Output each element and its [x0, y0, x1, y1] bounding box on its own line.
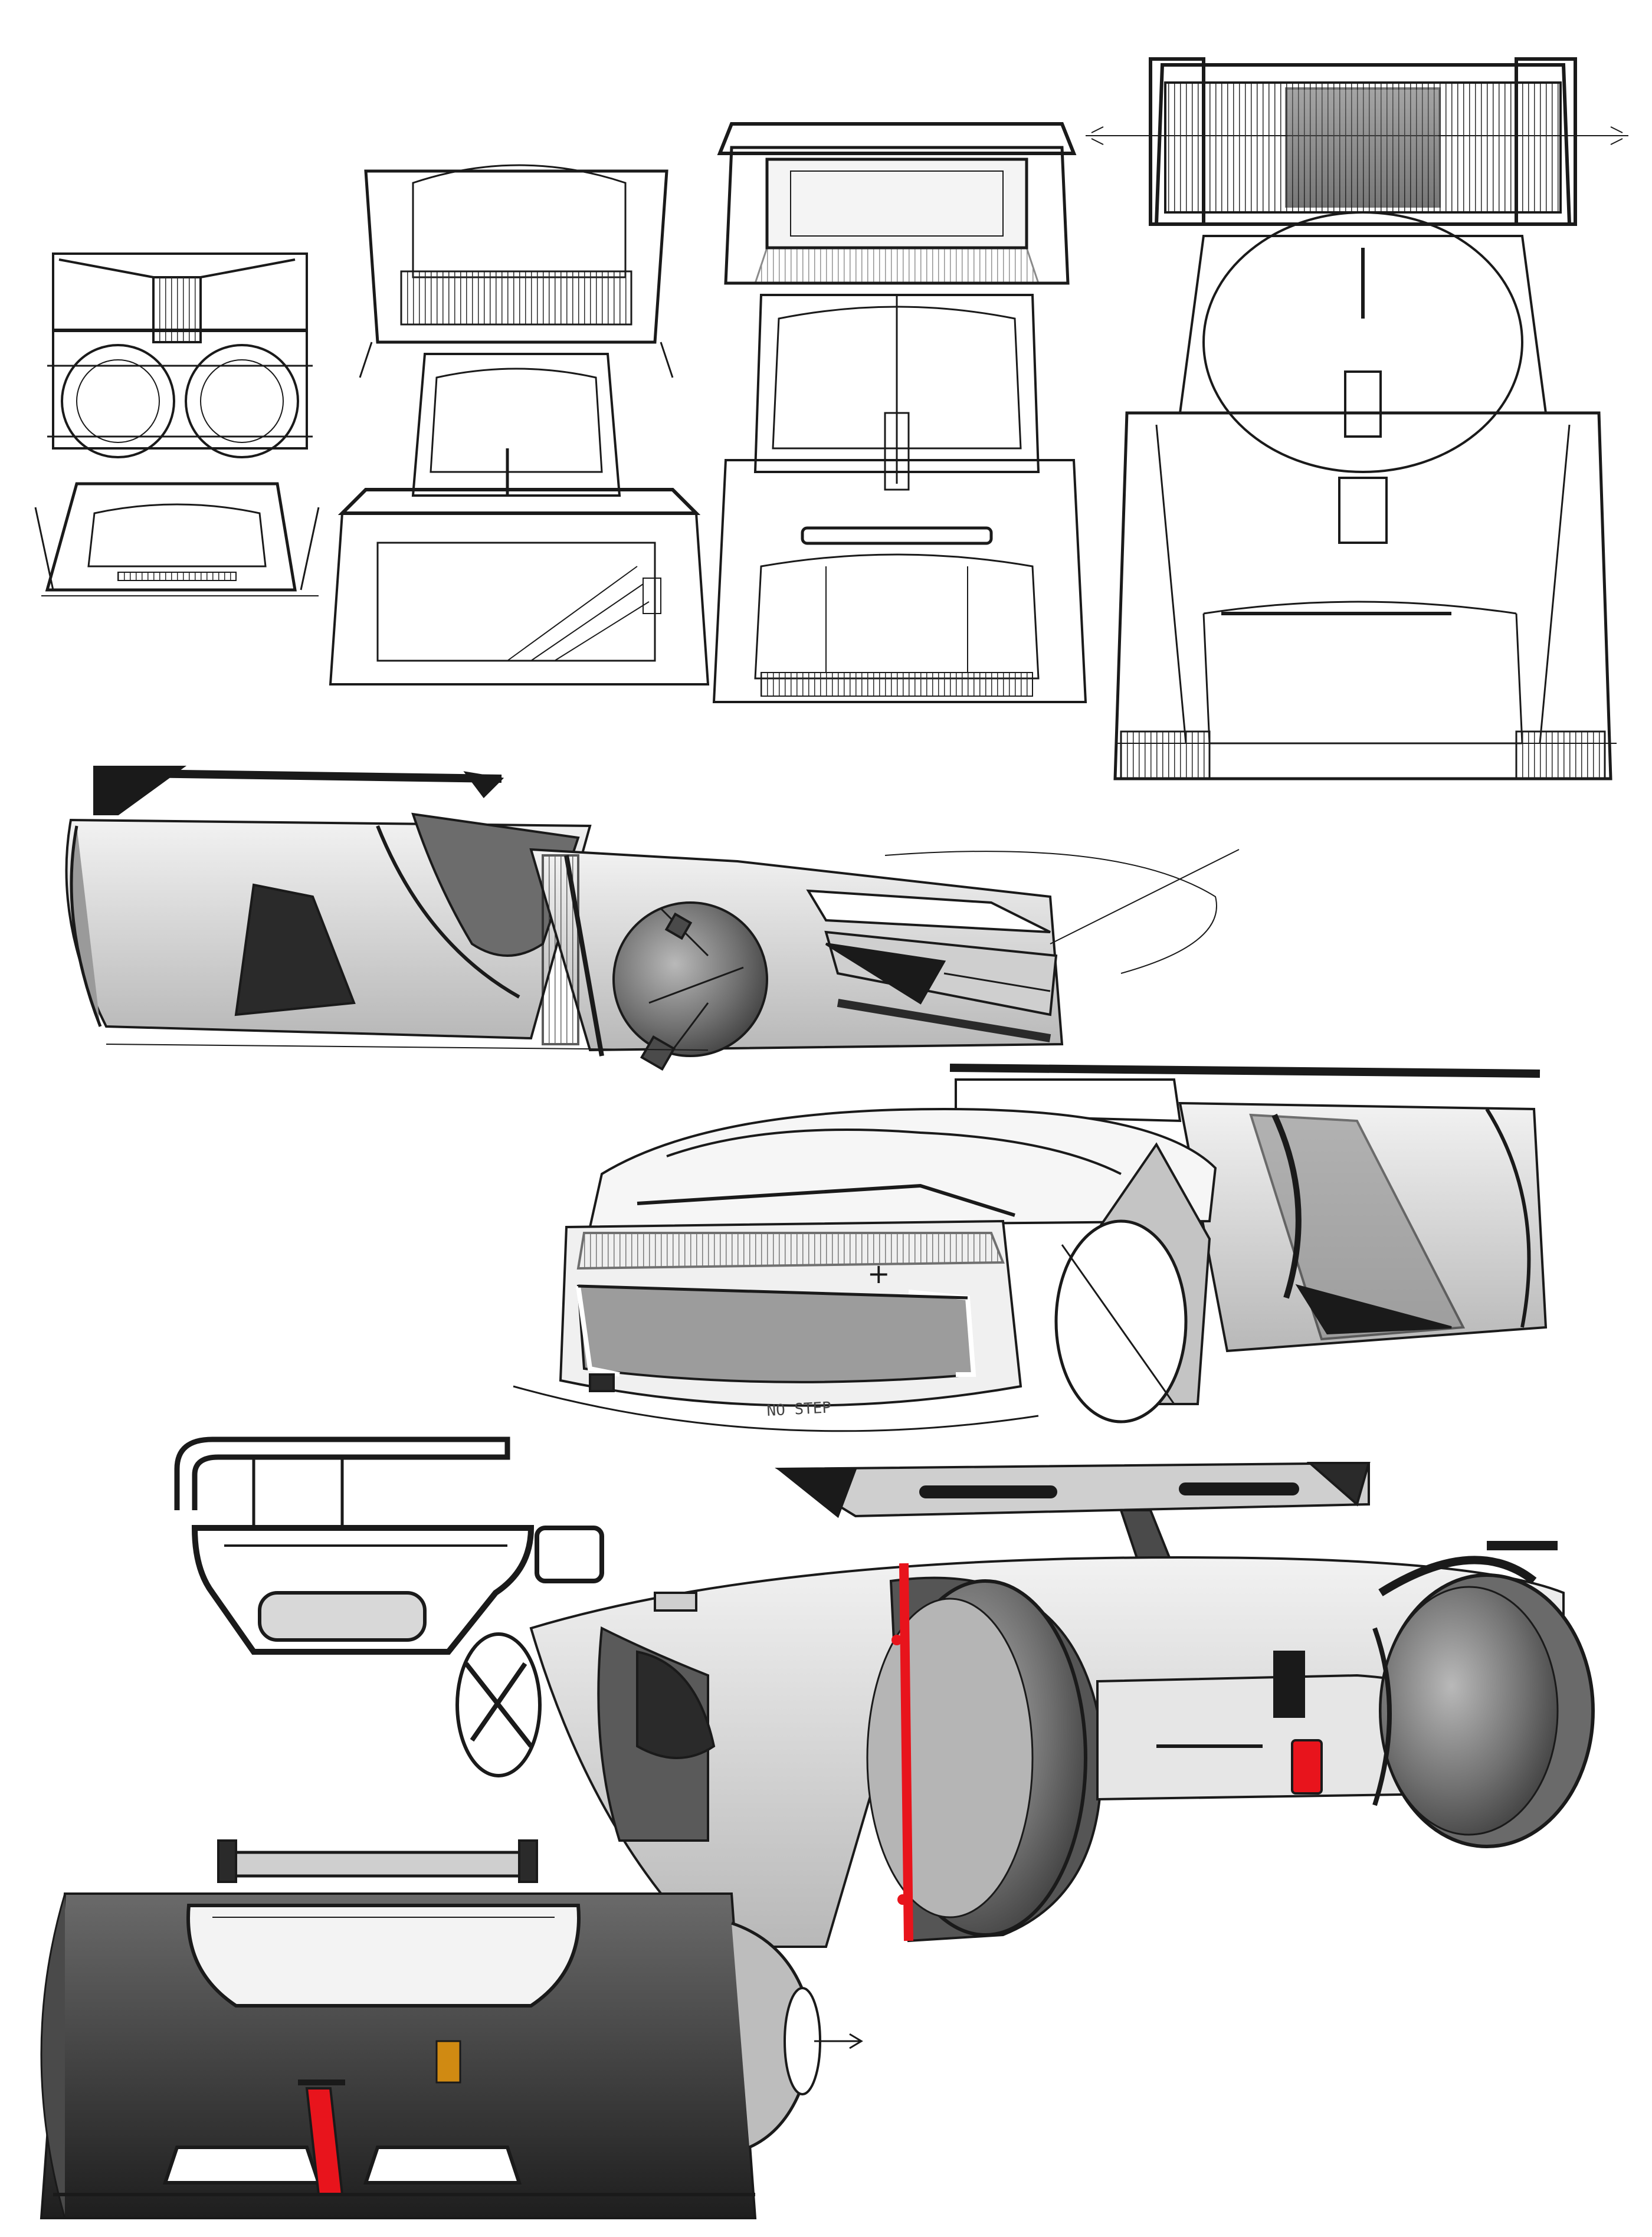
front-view-4	[1086, 57, 1628, 780]
front-view-3	[712, 122, 1087, 703]
side-view-rear-wing	[65, 766, 1240, 1071]
no-step-note: NO STEP	[766, 1399, 832, 1420]
front-plus-mark: +	[867, 1258, 890, 1290]
small-box-detail	[535, 1526, 604, 1583]
front-view-2	[329, 164, 710, 685]
side-view-red-accent	[455, 1461, 1595, 1948]
rear-view	[40, 1839, 863, 2219]
front-view-1	[34, 252, 320, 596]
three-quarter-front: + NO STEP	[513, 1064, 1548, 1432]
tray-detail	[191, 1525, 535, 1655]
tube-handle-detail	[174, 1436, 510, 1534]
